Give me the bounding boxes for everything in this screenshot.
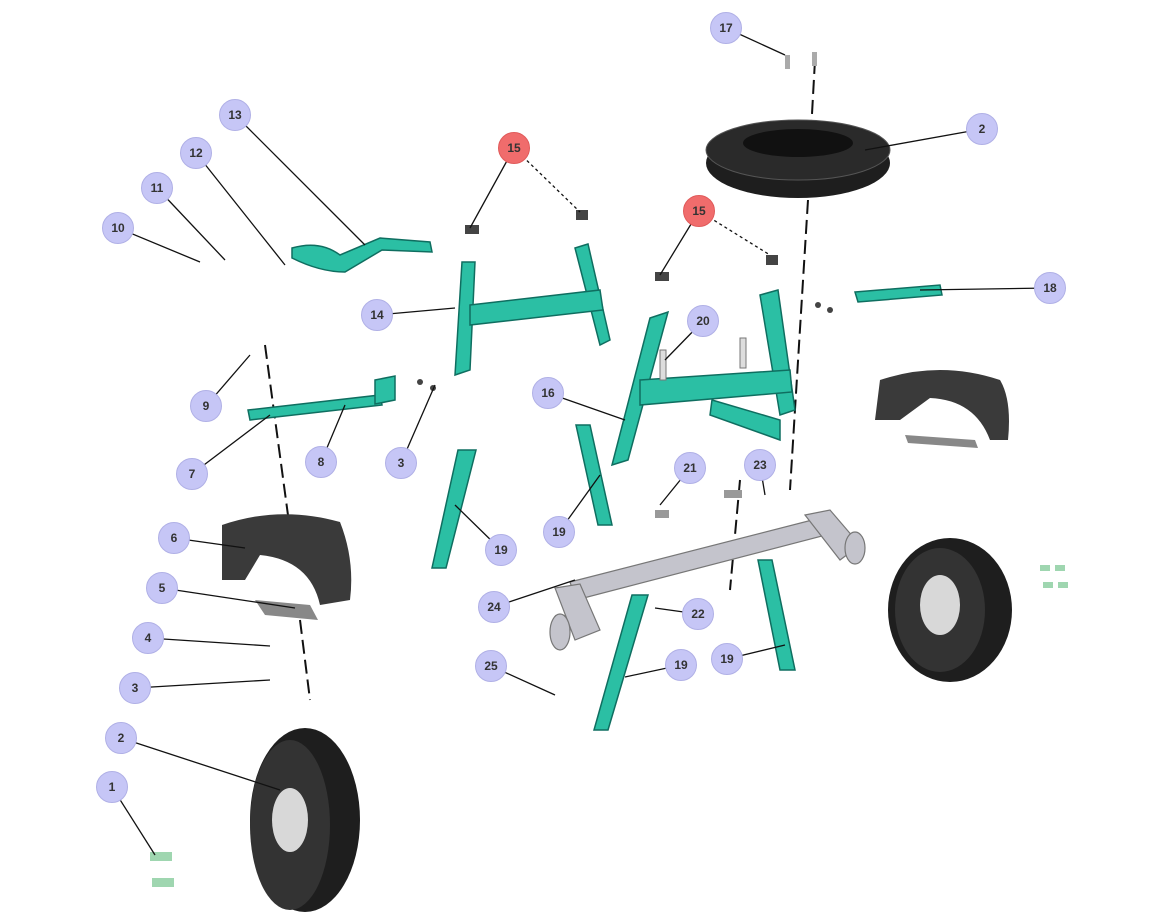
- part-callout[interactable]: 19: [543, 516, 575, 548]
- leader-line: [864, 128, 983, 151]
- tire-top: [705, 119, 891, 198]
- part-callout[interactable]: 15: [498, 132, 530, 164]
- part-callout[interactable]: 22: [682, 598, 714, 630]
- part-callout[interactable]: 19: [485, 534, 517, 566]
- part-callout[interactable]: 2: [966, 113, 998, 145]
- axle: [549, 509, 866, 651]
- part-callout[interactable]: 21: [674, 452, 706, 484]
- leader-line: [195, 152, 286, 266]
- part-callout[interactable]: 20: [687, 305, 719, 337]
- part-callout[interactable]: 6: [158, 522, 190, 554]
- part-callout[interactable]: 12: [180, 137, 212, 169]
- part-callout[interactable]: 3: [119, 672, 151, 704]
- dashed-assembly-lines: [264, 59, 816, 701]
- part-callout[interactable]: 23: [744, 449, 776, 481]
- part-callout[interactable]: 19: [665, 649, 697, 681]
- leader-line: [919, 287, 1051, 291]
- part-callout[interactable]: 7: [176, 458, 208, 490]
- small-parts: [150, 52, 1068, 887]
- part-callout[interactable]: 17: [710, 12, 742, 44]
- tire-left: [250, 728, 360, 912]
- part-callout[interactable]: 9: [190, 390, 222, 422]
- part-callout[interactable]: 13: [219, 99, 251, 131]
- part-callout[interactable]: 2: [105, 722, 137, 754]
- part-callout[interactable]: 1: [96, 771, 128, 803]
- tire-right: [888, 538, 1012, 682]
- part-callout[interactable]: 19: [711, 643, 743, 675]
- leader-line: [156, 187, 226, 261]
- part-callout[interactable]: 11: [141, 172, 173, 204]
- part-callout[interactable]: 24: [478, 591, 510, 623]
- part-callout[interactable]: 18: [1034, 272, 1066, 304]
- part-callout[interactable]: 15: [683, 195, 715, 227]
- part-callout[interactable]: 4: [132, 622, 164, 654]
- part-callout[interactable]: 5: [146, 572, 178, 604]
- part-callout[interactable]: 8: [305, 446, 337, 478]
- part-callout[interactable]: 16: [532, 377, 564, 409]
- leader-line: [134, 679, 271, 689]
- leader-line: [120, 737, 281, 791]
- frames: [247, 237, 943, 731]
- part-callout[interactable]: 25: [475, 650, 507, 682]
- leader-line: [147, 637, 271, 647]
- part-callout[interactable]: 14: [361, 299, 393, 331]
- part-callout[interactable]: 10: [102, 212, 134, 244]
- leader-line: [161, 587, 296, 609]
- part-callout[interactable]: 3: [385, 447, 417, 479]
- fenders: [222, 370, 1009, 620]
- leader-line: [234, 114, 366, 246]
